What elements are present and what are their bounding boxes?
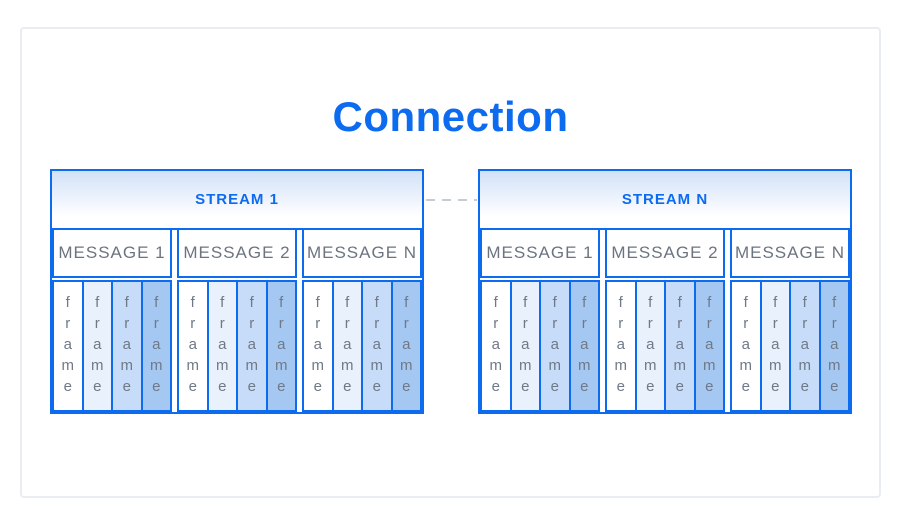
frame-label: frame bbox=[487, 294, 505, 399]
frame-label: frame bbox=[546, 294, 564, 399]
frame-group: frame frame frame frame bbox=[52, 280, 172, 412]
frames-row: frame frame frame frame frame frame fram… bbox=[52, 280, 422, 412]
frame-label: frame bbox=[118, 294, 136, 399]
message-box: MESSAGE 2 bbox=[177, 230, 297, 278]
frame-cell: frame bbox=[789, 280, 821, 412]
frame-cell: frame bbox=[539, 280, 571, 412]
frame-cell: frame bbox=[664, 280, 696, 412]
frame-cell: frame bbox=[302, 280, 334, 412]
frame-cell: frame bbox=[568, 280, 600, 412]
stream-header: STREAM N bbox=[480, 171, 850, 230]
message-box: MESSAGE 1 bbox=[52, 230, 172, 278]
frame-cell: frame bbox=[331, 280, 363, 412]
stream-header: STREAM 1 bbox=[52, 171, 422, 230]
frame-cell: frame bbox=[730, 280, 762, 412]
frame-cell: frame bbox=[390, 280, 422, 412]
frame-label: frame bbox=[272, 294, 290, 399]
frame-cell: frame bbox=[693, 280, 725, 412]
frame-label: frame bbox=[368, 294, 386, 399]
frame-label: frame bbox=[88, 294, 106, 399]
message-box: MESSAGE N bbox=[730, 230, 850, 278]
message-label: MESSAGE 2 bbox=[611, 243, 719, 262]
frame-label: frame bbox=[184, 294, 202, 399]
frame-label: frame bbox=[213, 294, 231, 399]
frame-cell: frame bbox=[818, 280, 850, 412]
frames-row: frame frame frame frame frame frame fram… bbox=[480, 280, 850, 412]
frame-group: frame frame frame frame bbox=[730, 280, 850, 412]
message-box: MESSAGE N bbox=[302, 230, 422, 278]
diagram-title: Connection bbox=[332, 93, 569, 140]
frame-label: frame bbox=[612, 294, 630, 399]
frame-label: frame bbox=[737, 294, 755, 399]
stream-box-n: STREAM N MESSAGE 1 MESSAGE 2 MESSAGE N f… bbox=[478, 169, 852, 414]
frame-label: frame bbox=[766, 294, 784, 399]
frame-cell: frame bbox=[605, 280, 637, 412]
message-label: MESSAGE N bbox=[306, 243, 418, 262]
frame-label: frame bbox=[338, 294, 356, 399]
frame-label: frame bbox=[309, 294, 327, 399]
frame-label: frame bbox=[147, 294, 165, 399]
stream-box-1: STREAM 1 MESSAGE 1 MESSAGE 2 MESSAGE N f… bbox=[50, 169, 424, 414]
frame-cell: frame bbox=[140, 280, 172, 412]
frame-cell: frame bbox=[480, 280, 512, 412]
frame-label: frame bbox=[397, 294, 415, 399]
messages-row: MESSAGE 1 MESSAGE 2 MESSAGE N bbox=[52, 230, 422, 278]
frame-label: frame bbox=[575, 294, 593, 399]
dashed-connector-line bbox=[426, 199, 477, 201]
frame-group: frame frame frame frame bbox=[302, 280, 422, 412]
frame-cell: frame bbox=[509, 280, 541, 412]
frame-cell: frame bbox=[177, 280, 209, 412]
frame-cell: frame bbox=[265, 280, 297, 412]
frame-label: frame bbox=[796, 294, 814, 399]
stream-label: STREAM 1 bbox=[195, 191, 279, 208]
frame-cell: frame bbox=[52, 280, 84, 412]
message-label: MESSAGE 1 bbox=[486, 243, 594, 262]
frame-cell: frame bbox=[759, 280, 791, 412]
message-label: MESSAGE 1 bbox=[58, 243, 166, 262]
message-label: MESSAGE 2 bbox=[183, 243, 291, 262]
frame-cell: frame bbox=[634, 280, 666, 412]
frame-cell: frame bbox=[111, 280, 143, 412]
frame-label: frame bbox=[671, 294, 689, 399]
frame-group: frame frame frame frame bbox=[480, 280, 600, 412]
messages-row: MESSAGE 1 MESSAGE 2 MESSAGE N bbox=[480, 230, 850, 278]
message-box: MESSAGE 2 bbox=[605, 230, 725, 278]
frame-group: frame frame frame frame bbox=[605, 280, 725, 412]
frame-label: frame bbox=[516, 294, 534, 399]
message-box: MESSAGE 1 bbox=[480, 230, 600, 278]
frame-cell: frame bbox=[81, 280, 113, 412]
frame-label: frame bbox=[825, 294, 843, 399]
frame-label: frame bbox=[243, 294, 261, 399]
message-label: MESSAGE N bbox=[734, 243, 846, 262]
frame-group: frame frame frame frame bbox=[177, 280, 297, 412]
frame-label: frame bbox=[700, 294, 718, 399]
frame-label: frame bbox=[59, 294, 77, 399]
frame-cell: frame bbox=[206, 280, 238, 412]
frame-label: frame bbox=[641, 294, 659, 399]
frame-cell: frame bbox=[236, 280, 268, 412]
stream-label: STREAM N bbox=[621, 191, 709, 208]
frame-cell: frame bbox=[361, 280, 393, 412]
